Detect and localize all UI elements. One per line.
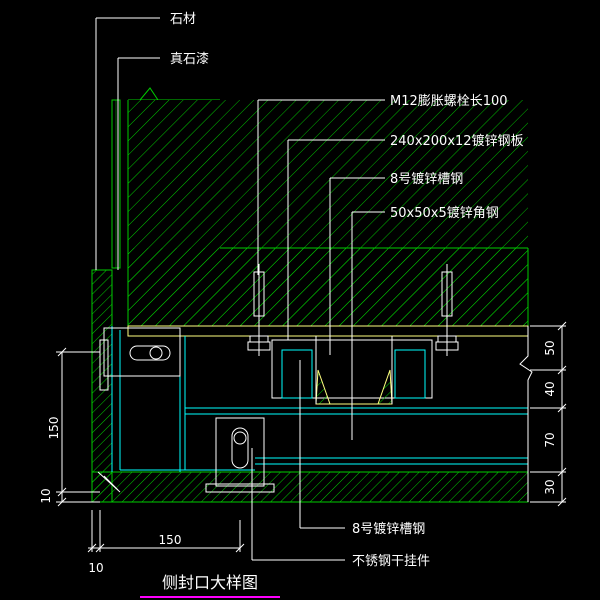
dim-left-150: 150 (47, 417, 61, 440)
expansion-bolts (247, 264, 459, 356)
label-stone: 石材 (170, 12, 196, 27)
label-plate: 240x200x12镀锌钢板 (390, 133, 524, 149)
label-channel-bottom: 8号镀锌槽钢 (352, 521, 425, 537)
dim-right-70: 70 (543, 432, 557, 447)
steel-plate (127, 325, 529, 337)
label-bolt: M12膨胀螺栓长100 (390, 94, 508, 109)
left-hanger (99, 327, 181, 391)
dim-left-10: 10 (39, 488, 53, 503)
stone-facing (111, 99, 121, 269)
dim-right-40: 40 (543, 381, 557, 396)
label-hanger: 不锈钢干挂件 (352, 554, 430, 569)
label-real-stone-paint: 真石漆 (170, 51, 209, 67)
dim-right-50: 50 (543, 340, 557, 355)
concrete-wall (127, 87, 529, 326)
dim-right-30: 30 (543, 479, 557, 494)
label-channel-top: 8号镀锌槽钢 (390, 171, 463, 187)
bottom-hanger (205, 417, 275, 493)
dim-bottom-150: 150 (159, 533, 182, 547)
drawing-title: 侧封口大样图 (162, 573, 258, 592)
leader-lines (95, 17, 385, 561)
label-angle: 50x50x5镀锌角钢 (390, 205, 499, 221)
dim-bottom-10: 10 (88, 561, 103, 575)
dimension-lines (56, 321, 567, 553)
